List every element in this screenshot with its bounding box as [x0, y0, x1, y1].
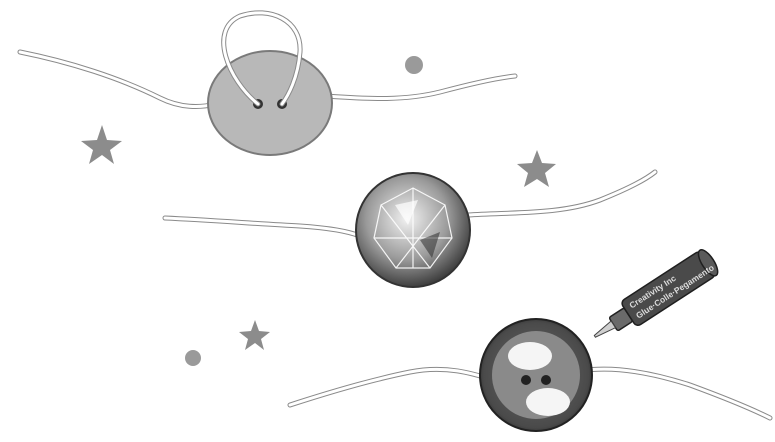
star-icon: [517, 150, 556, 187]
button-hole: [521, 375, 531, 385]
star-icon: [239, 320, 270, 350]
dot-icon: [405, 56, 423, 74]
glue-blob: [526, 388, 570, 416]
button-step-1: [20, 13, 515, 155]
flat-button: [208, 51, 332, 155]
glue-blob: [508, 342, 552, 370]
glue-bottle: Creativity Inc Glue·Colle·Pegamento: [587, 247, 722, 349]
star-icon: [81, 125, 122, 164]
button-step-3: Creativity Inc Glue·Colle·Pegamento: [290, 247, 770, 431]
button-hole: [541, 375, 551, 385]
dot-icon: [185, 350, 201, 366]
button-step-2: [165, 172, 655, 287]
